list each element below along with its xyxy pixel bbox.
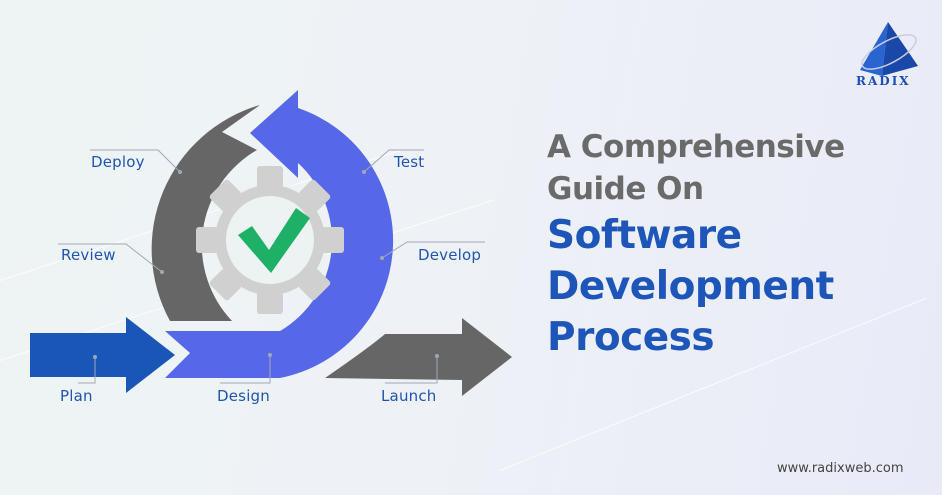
deploy-review-arc [151,105,260,321]
stage-label-plan: Plan [60,387,93,405]
stage-label-review: Review [61,246,116,264]
gear-icon [196,166,344,314]
stage-label-launch: Launch [381,387,437,405]
stage-label-deploy: Deploy [91,153,145,171]
stage-label-design: Design [217,387,270,405]
brand-logo-text: RADIX [856,74,911,88]
plan-arrow [30,317,175,393]
title-line-3: Software [547,213,742,258]
radix-pyramid-logo-icon [860,22,918,76]
launch-arrow [325,318,512,396]
design-develop-test-arc [165,90,394,378]
checkmark-icon [238,208,310,273]
stage-label-test: Test [394,153,425,171]
stage-label-develop: Develop [418,246,482,264]
title-line-1: A Comprehensive [547,129,845,165]
title-line-4: Development [547,264,834,309]
title-line-2: Guide On [547,171,704,207]
title-line-5: Process [547,315,715,360]
page-title: A Comprehensive Guide On Software Develo… [547,126,845,363]
website-url: www.radixweb.com [777,461,904,476]
